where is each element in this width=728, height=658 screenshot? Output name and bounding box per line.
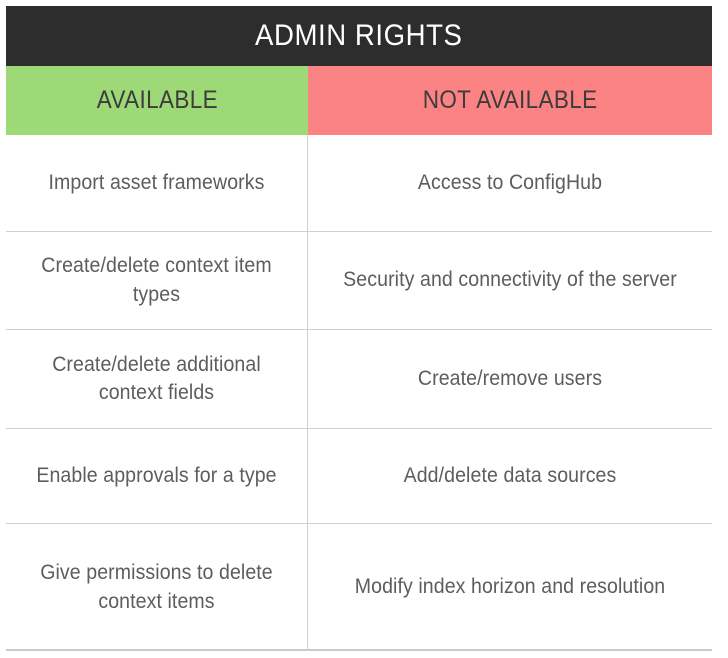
cell-text: Access to ConfigHub: [417, 170, 603, 194]
table-title-bar: ADMIN RIGHTS: [6, 6, 712, 66]
column-header-row: AVAILABLE NOT AVAILABLE: [6, 66, 712, 135]
column-header-available: AVAILABLE: [6, 66, 308, 135]
cell-available: Create/delete additional context fields: [6, 330, 308, 428]
column-header-not-available-label: NOT AVAILABLE: [422, 86, 598, 114]
cell-available: Create/delete context item types: [6, 232, 308, 329]
table-row: Give permissions to delete context items…: [6, 524, 712, 651]
cell-not-available: Security and connectivity of the server: [308, 232, 712, 329]
cell-not-available: Create/remove users: [308, 330, 712, 428]
column-header-available-label: AVAILABLE: [96, 86, 218, 114]
table-body: Import asset frameworks Access to Config…: [6, 135, 712, 651]
cell-text: Give permissions to delete context items: [40, 561, 273, 613]
column-header-not-available: NOT AVAILABLE: [308, 66, 712, 135]
cell-available: Import asset frameworks: [6, 135, 308, 231]
cell-not-available: Access to ConfigHub: [308, 135, 712, 231]
table-row: Create/delete additional context fields …: [6, 330, 712, 429]
page-title: ADMIN RIGHTS: [255, 19, 463, 52]
cell-available: Enable approvals for a type: [6, 429, 308, 523]
table-row: Enable approvals for a type Add/delete d…: [6, 429, 712, 524]
admin-rights-table: ADMIN RIGHTS AVAILABLE NOT AVAILABLE Imp…: [6, 6, 712, 651]
cell-not-available: Modify index horizon and resolution: [308, 524, 712, 651]
cell-text: Create/remove users: [417, 366, 603, 390]
cell-text: Add/delete data sources: [403, 463, 617, 487]
cell-text: Security and connectivity of the server: [343, 268, 677, 292]
table-row: Create/delete context item types Securit…: [6, 232, 712, 330]
cell-text: Create/delete additional context fields: [52, 352, 261, 404]
cell-text: Import asset frameworks: [48, 170, 265, 194]
cell-text: Enable approvals for a type: [36, 463, 277, 487]
cell-text: Create/delete context item types: [41, 254, 272, 306]
cell-text: Modify index horizon and resolution: [354, 575, 666, 599]
cell-available: Give permissions to delete context items: [6, 524, 308, 651]
table-row: Import asset frameworks Access to Config…: [6, 135, 712, 232]
cell-not-available: Add/delete data sources: [308, 429, 712, 523]
